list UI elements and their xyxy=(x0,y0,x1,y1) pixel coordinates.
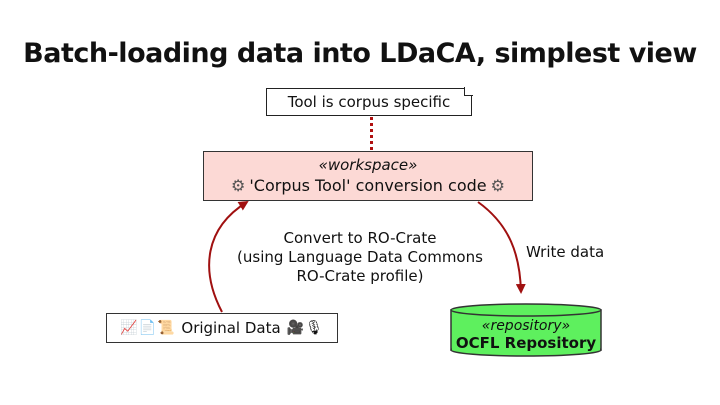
repository-cylinder xyxy=(450,303,602,357)
workspace-label: 'Corpus Tool' conversion code xyxy=(249,176,487,195)
gear-icon: ⚙ xyxy=(231,176,246,195)
original-data-node: 📈📄📜 Original Data 🎥🎙 xyxy=(106,313,338,343)
convert-line-3: RO-Crate profile) xyxy=(296,267,424,285)
workspace-stereotype: «workspace» xyxy=(318,156,418,174)
convert-edge-label: Convert to RO-Crate (using Language Data… xyxy=(210,229,510,286)
gear-icon: ⚙ xyxy=(490,176,505,195)
workspace-node: «workspace» ⚙'Corpus Tool' conversion co… xyxy=(203,151,533,201)
write-edge-label: Write data xyxy=(526,243,605,261)
camera-microphone-icon: 🎥🎙 xyxy=(286,320,324,336)
convert-arrow xyxy=(208,200,249,313)
chart-document-scroll-icon: 📈📄📜 xyxy=(120,320,176,336)
diagram-title: Batch-loading data into LDaCA, simplest … xyxy=(23,38,697,69)
convert-line-1: Convert to RO-Crate xyxy=(283,229,437,247)
convert-line-2: (using Language Data Commons xyxy=(237,248,483,266)
repository-node: «repository» OCFL Repository xyxy=(450,318,602,352)
note-connector xyxy=(370,117,373,150)
original-data-label: Original Data xyxy=(181,319,281,337)
write-arrow xyxy=(477,201,526,294)
repository-stereotype: «repository» xyxy=(481,318,571,334)
repository-label: OCFL Repository xyxy=(455,334,597,352)
note-text: Tool is corpus specific xyxy=(287,93,451,111)
note-fold xyxy=(464,87,473,96)
note-box: Tool is corpus specific xyxy=(266,87,473,116)
workspace-label-row: ⚙'Corpus Tool' conversion code⚙ xyxy=(204,176,532,195)
